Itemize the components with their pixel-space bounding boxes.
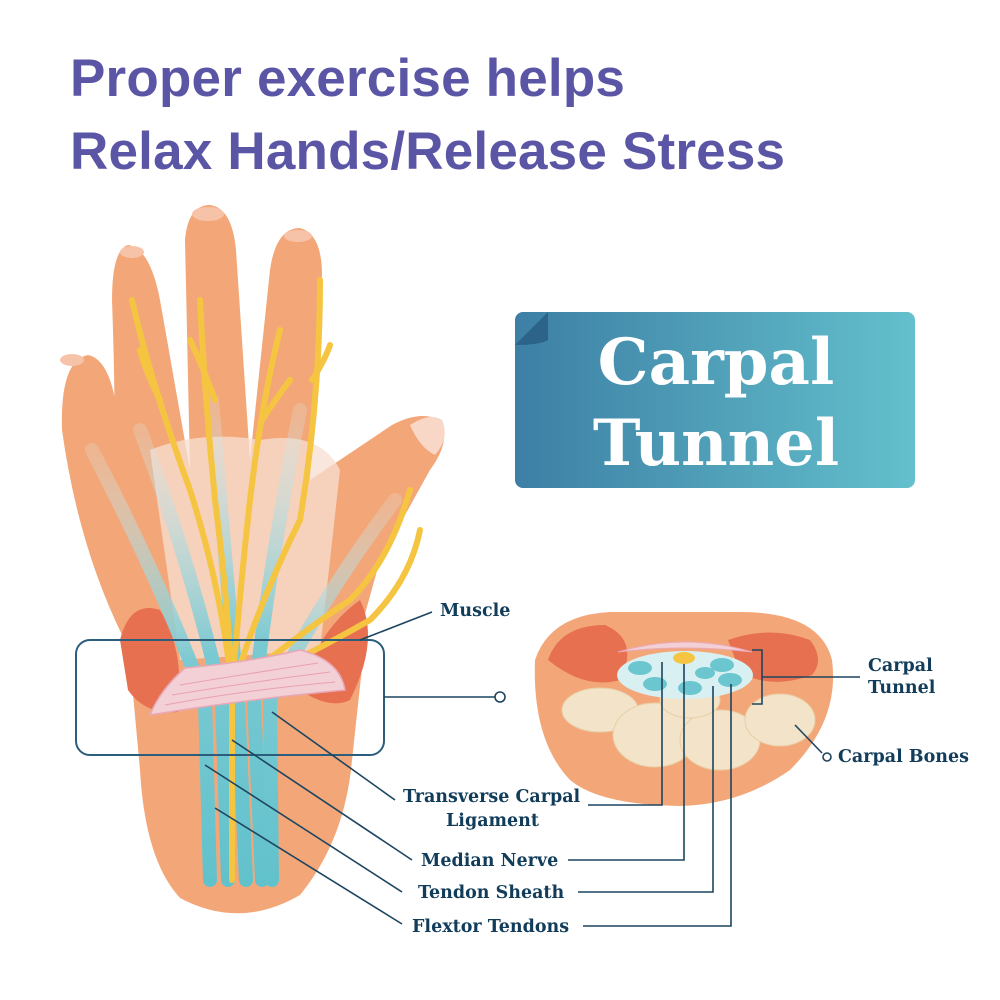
banner-line-1: Carpal — [598, 325, 835, 400]
fingertip — [192, 207, 224, 221]
label-transverse-1: Transverse Carpal — [403, 787, 581, 807]
fingertip — [120, 246, 144, 258]
label-tendon-sheath: Tendon Sheath — [418, 883, 565, 903]
banner-line-2: Tunnel — [593, 406, 839, 481]
label-muscle: Muscle — [440, 601, 510, 621]
fingertip — [60, 354, 84, 366]
label-flexor-tendons: Flextor Tendons — [412, 917, 569, 937]
label-median-nerve: Median Nerve — [421, 851, 558, 871]
label-transverse-2: Ligament — [446, 811, 539, 831]
carpal-cross-section — [535, 612, 860, 806]
bones-leader-end — [823, 753, 831, 761]
label-carpal-tunnel-1: Carpal — [868, 656, 933, 676]
cross-section-nerve — [673, 652, 695, 664]
label-carpal-bones: Carpal Bones — [838, 747, 969, 767]
frame-connector-end — [495, 692, 505, 702]
label-carpal-tunnel-2: Tunnel — [868, 678, 936, 698]
fingertip — [284, 230, 312, 242]
title-banner: Carpal Tunnel — [515, 312, 915, 488]
hand-illustration — [60, 205, 505, 913]
